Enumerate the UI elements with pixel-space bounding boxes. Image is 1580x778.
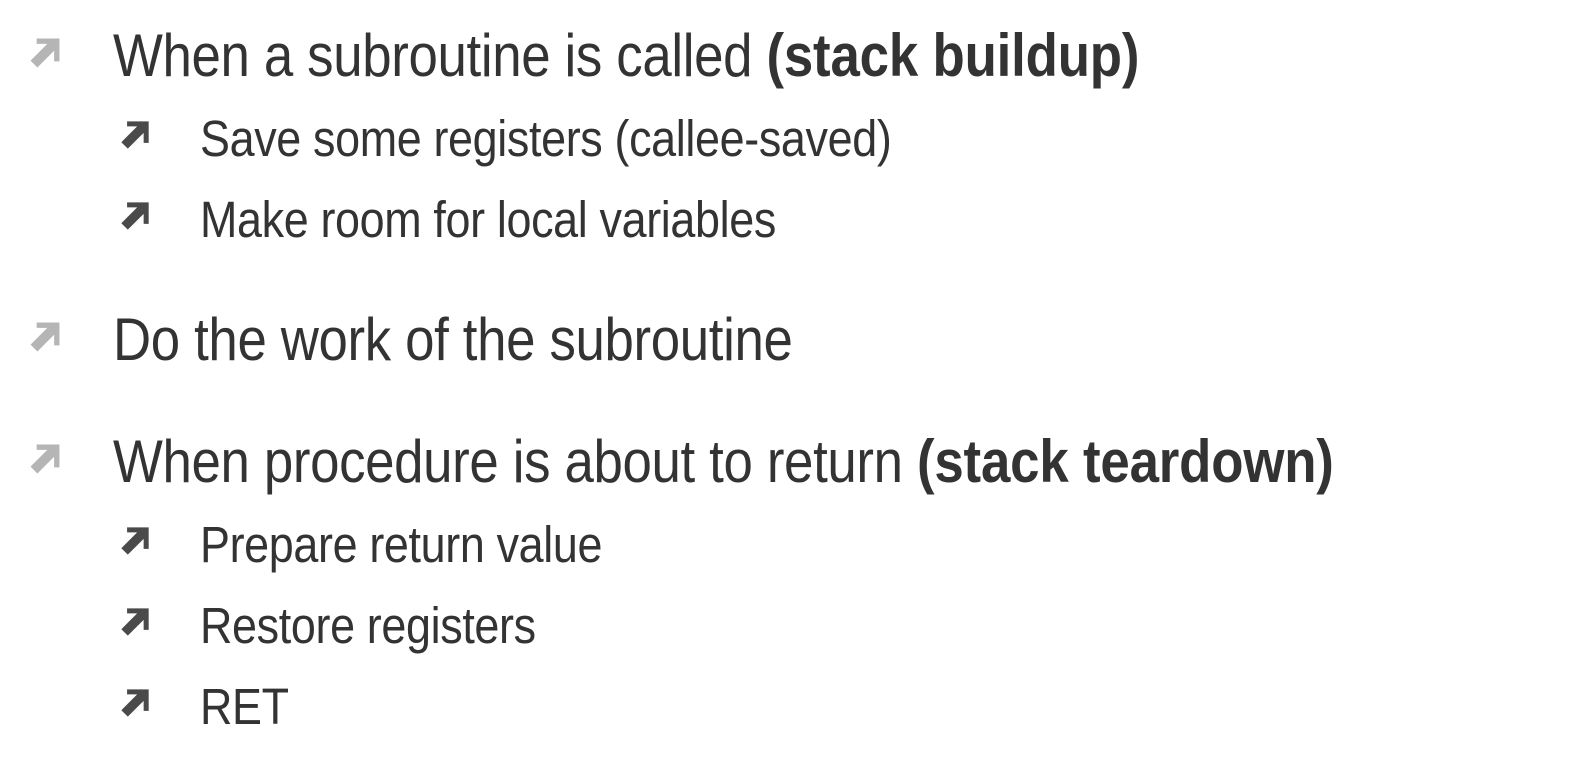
outline-sublist: Prepare return value Restore registers [0, 504, 1580, 747]
outline-item-label: Make room for local variables [200, 191, 776, 248]
heading-normal-text: When a subroutine is called [113, 22, 767, 89]
arrow-northeast-icon [117, 685, 153, 721]
heading-normal-text: When procedure is about to return [113, 428, 917, 495]
outline-item-level2[interactable]: Restore registers [0, 585, 1580, 666]
arrow-northeast-icon [117, 117, 153, 153]
outline-item-label: Restore registers [200, 597, 536, 654]
outline-item-text: Do the work of the subroutine [113, 298, 1580, 382]
outline-sublist: Save some registers (callee-saved) Make … [0, 98, 1580, 260]
outline-item-label: Save some registers (callee-saved) [200, 110, 892, 167]
outline-item-level2[interactable]: RET [0, 666, 1580, 747]
outline-group: When procedure is about to return (stack… [0, 420, 1580, 747]
outline-item-level1[interactable]: Do the work of the subroutine [0, 298, 1580, 382]
outline-item-text: When a subroutine is called (stack build… [113, 14, 1580, 98]
heading-bold-text: (stack buildup) [766, 22, 1140, 89]
heading-normal-text: Do the work of the subroutine [113, 306, 793, 373]
outline-item-text: When procedure is about to return (stack… [113, 420, 1580, 504]
outline-group: Do the work of the subroutine [0, 298, 1580, 382]
outline-item-level2[interactable]: Prepare return value [0, 504, 1580, 585]
heading-bold-text: (stack teardown) [916, 428, 1334, 495]
outline-item-level1[interactable]: When procedure is about to return (stack… [0, 420, 1580, 504]
outline-item-text: Save some registers (callee-saved) [200, 98, 1580, 179]
outline-item-text: RET [200, 666, 1580, 747]
arrow-northeast-icon [117, 604, 153, 640]
arrow-northeast-icon [26, 318, 64, 356]
outline-group: When a subroutine is called (stack build… [0, 14, 1580, 260]
outline-item-text: Prepare return value [200, 504, 1580, 585]
outline-item-level2[interactable]: Make room for local variables [0, 179, 1580, 260]
arrow-northeast-icon [117, 198, 153, 234]
outline-item-text: Make room for local variables [200, 179, 1580, 260]
outline-item-label: RET [200, 678, 289, 735]
arrow-northeast-icon [26, 440, 64, 478]
outline-list: When a subroutine is called (stack build… [0, 14, 1580, 747]
arrow-northeast-icon [26, 34, 64, 72]
outline-item-level1[interactable]: When a subroutine is called (stack build… [0, 14, 1580, 98]
outline-item-label: Prepare return value [200, 516, 603, 573]
outline-item-level2[interactable]: Save some registers (callee-saved) [0, 98, 1580, 179]
arrow-northeast-icon [117, 523, 153, 559]
outline-item-text: Restore registers [200, 585, 1580, 666]
